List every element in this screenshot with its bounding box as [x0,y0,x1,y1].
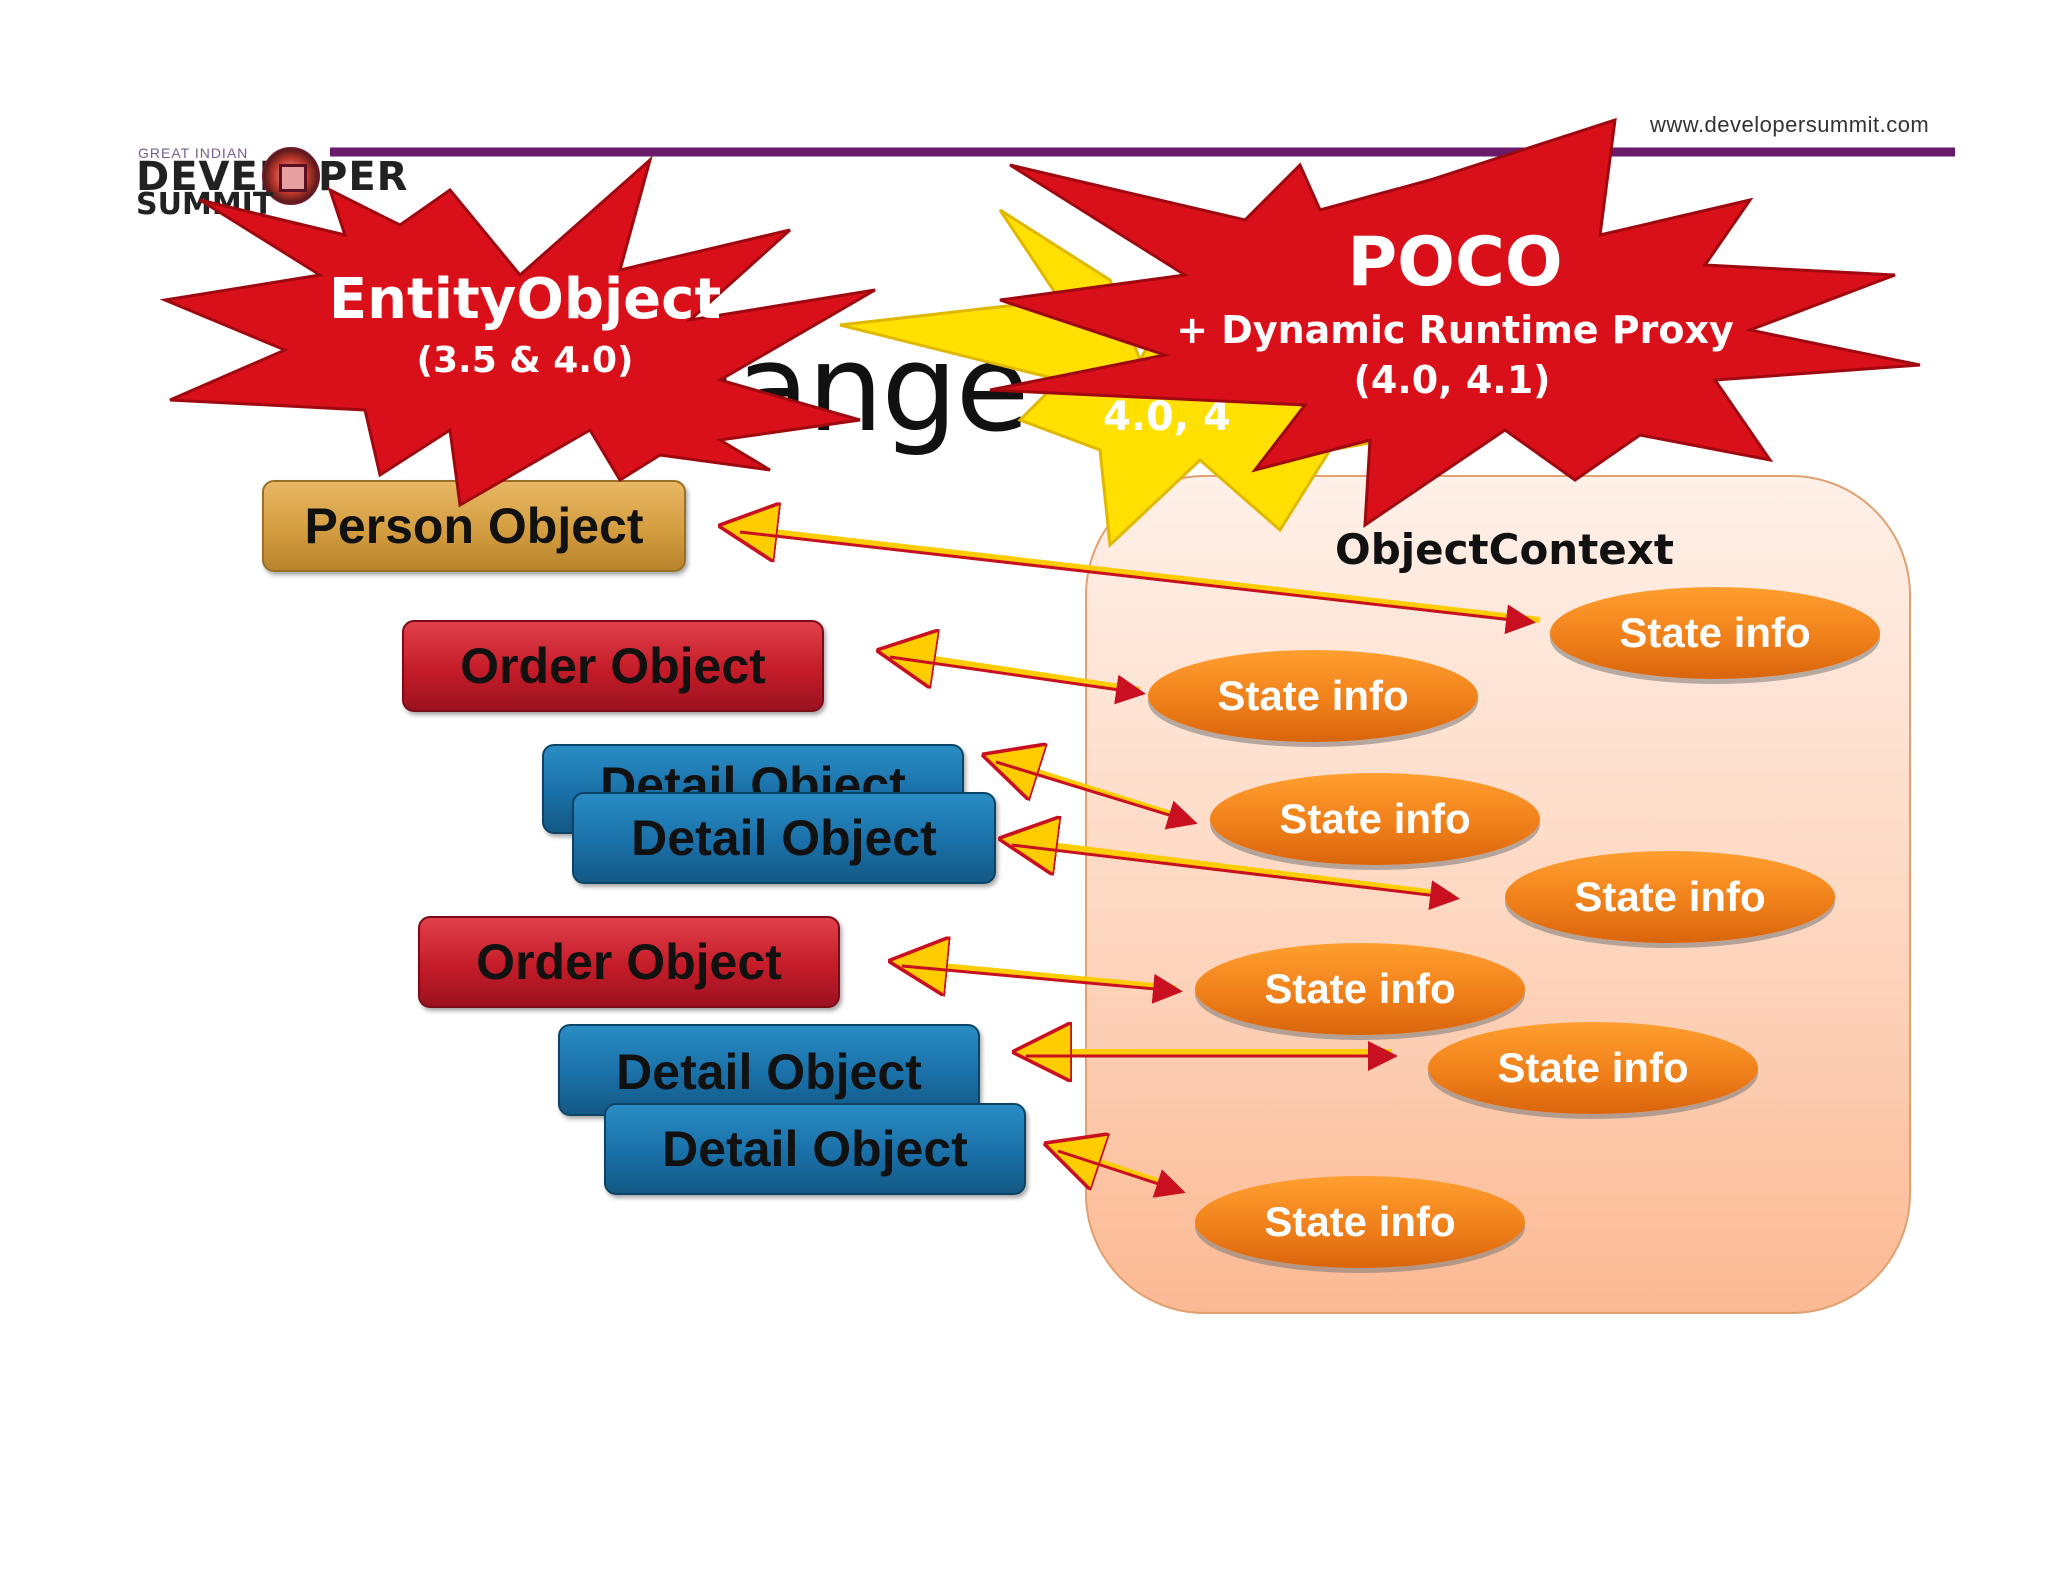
poco-starburst [989,117,1921,528]
logo-emblem-icon [262,147,320,205]
poco-title: POCO [1347,223,1562,302]
state-info-ellipse: State info [1148,650,1478,742]
order-object-box: Order Object [418,916,840,1008]
entityobject-subtitle: (3.5 & 4.0) [417,340,634,381]
state-info-ellipse: State info [1195,943,1525,1035]
poco-version: (4.0, 4.1) [1353,358,1550,402]
logo-tagline: GREAT INDIAN [138,145,249,161]
detail-object-box: Detail Object [572,792,996,884]
arrow-detail-state [993,758,1198,830]
arrow-detail-state [1024,1052,1398,1056]
arrow-order-state [888,652,1146,705]
state-info-ellipse: State info [1195,1176,1525,1268]
detail-object-box-back: Detail Object [558,1024,980,1116]
order-object-box: Order Object [402,620,824,712]
state-info-ellipse: State info [1550,587,1880,679]
state-info-ellipse: State info [1505,851,1835,943]
state-info-ellipse: State info [1428,1022,1758,1114]
logo-word-devel: DEVEL [136,154,286,200]
arrow-detail-state [1010,840,1460,911]
arrow-detail-state [1055,1147,1186,1198]
state-info-ellipse: State info [1210,773,1540,865]
entityobject-title: EntityObject [329,267,721,332]
detail-object-box: Detail Object [604,1103,1026,1195]
object-context-title: ObjectContext [1335,525,1674,574]
poco-proxy-label: + Dynamic Runtime Proxy [1176,308,1734,352]
arrow-order-state [900,962,1183,1004]
site-url: www.developersummit.com [1650,112,1930,137]
entityobject-starburst [159,155,876,508]
arrow-person-state [730,527,1541,635]
